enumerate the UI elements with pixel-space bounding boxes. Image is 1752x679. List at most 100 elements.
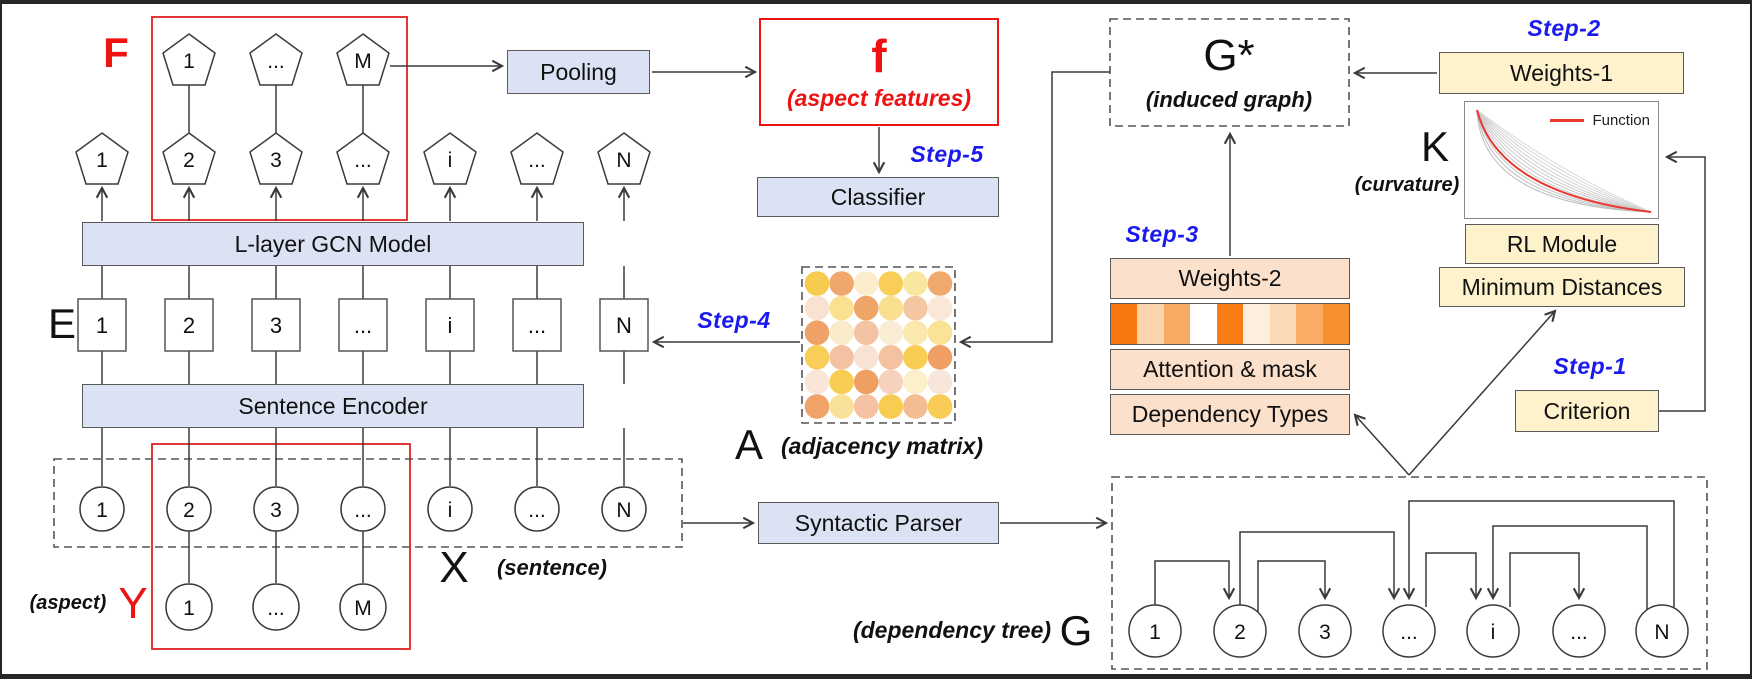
strip-segment bbox=[1190, 304, 1217, 344]
K-letter: K bbox=[1420, 123, 1449, 170]
matrix-cell bbox=[903, 320, 928, 346]
strip-segment bbox=[1111, 304, 1138, 344]
sentence-token-node bbox=[253, 486, 299, 532]
induced-graph-caption: (induced graph) bbox=[1145, 87, 1313, 112]
matrix-cell bbox=[853, 271, 879, 296]
embedding-box bbox=[512, 298, 562, 352]
matrix-cell bbox=[804, 295, 830, 321]
embedding-label: ... bbox=[354, 313, 372, 338]
pentagon-label: i bbox=[448, 149, 453, 172]
curvature-plot: Function bbox=[1464, 101, 1659, 219]
criterion-box: Criterion bbox=[1515, 390, 1659, 432]
criterion-label: Criterion bbox=[1543, 397, 1631, 424]
sentence-token-node bbox=[427, 486, 473, 532]
strip-segment bbox=[1296, 304, 1323, 344]
connector-line bbox=[1355, 415, 1410, 476]
curvature-curves bbox=[1476, 109, 1652, 213]
aspect-token-node bbox=[339, 583, 387, 631]
minimum-distances-label: Minimum Distances bbox=[1461, 273, 1663, 300]
syntactic-parser-box: Syntactic Parser bbox=[758, 502, 999, 544]
embedding-label: ... bbox=[528, 313, 546, 338]
dependency-tree-caption: (dependency tree) bbox=[852, 617, 1052, 643]
matrix-cell bbox=[829, 271, 854, 296]
aspect-features-box: f (aspect features) bbox=[759, 18, 999, 126]
attention-mask-label: Attention & mask bbox=[1143, 356, 1317, 382]
adjacency-matrix-dashed-frame bbox=[801, 266, 956, 424]
pentagon-label: ... bbox=[267, 50, 285, 73]
embedding-box bbox=[338, 298, 388, 352]
sentence-token-node bbox=[166, 486, 212, 532]
pentagon-node bbox=[249, 33, 303, 86]
syntactic-parser-label: Syntactic Parser bbox=[794, 509, 963, 536]
E-letter: E bbox=[47, 300, 76, 347]
sentence-token-node bbox=[514, 486, 560, 532]
pentagon-node bbox=[423, 132, 477, 185]
embedding-label: i bbox=[448, 313, 453, 338]
matrix-cell bbox=[878, 369, 904, 395]
classifier-box: Classifier bbox=[757, 177, 999, 217]
sentence-encoder-box: Sentence Encoder bbox=[82, 384, 584, 428]
sentence-token-node-label: ... bbox=[354, 499, 372, 522]
sentence-token-node bbox=[601, 486, 647, 532]
attention-mask-box: Attention & mask bbox=[1110, 349, 1350, 390]
matrix-cell bbox=[927, 345, 953, 370]
pentagon-node bbox=[75, 132, 129, 185]
aspect-token-node bbox=[252, 583, 300, 631]
F-letter: F bbox=[103, 29, 129, 76]
weights1-label: Weights-1 bbox=[1509, 59, 1614, 86]
matrix-cell bbox=[853, 394, 879, 419]
tree-node-label: 1 bbox=[1149, 621, 1161, 644]
matrix-cell bbox=[878, 271, 904, 296]
function-line-icon bbox=[1550, 119, 1585, 122]
pentagon-node bbox=[162, 33, 216, 86]
connector-path bbox=[1493, 525, 1648, 610]
connector-path bbox=[961, 71, 1110, 342]
aspect-token-node-label: 1 bbox=[183, 597, 195, 620]
pentagon-label: N bbox=[616, 149, 631, 172]
weights1-box: Weights-1 bbox=[1439, 52, 1684, 94]
matrix-cell bbox=[903, 369, 928, 395]
sentence-encoder-label: Sentence Encoder bbox=[238, 392, 428, 419]
pentagon-label: 1 bbox=[96, 149, 108, 172]
sentence-caption: (sentence) bbox=[496, 555, 608, 580]
matrix-cell bbox=[927, 369, 953, 395]
tree-node bbox=[1552, 604, 1606, 658]
plot-legend: Function bbox=[1550, 112, 1650, 129]
matrix-cell bbox=[829, 320, 854, 346]
function-legend-label: Function bbox=[1592, 112, 1650, 129]
matrix-cell bbox=[878, 394, 904, 419]
strip-segment bbox=[1243, 304, 1270, 344]
pentagon-label: 3 bbox=[270, 149, 282, 172]
embedding-label: N bbox=[616, 313, 632, 338]
sentence-token-node bbox=[79, 486, 125, 532]
rl-module-label: RL Module bbox=[1506, 230, 1618, 257]
f-letter: f bbox=[871, 29, 887, 82]
classifier-label: Classifier bbox=[830, 183, 926, 210]
dependency-types-label: Dependency Types bbox=[1131, 401, 1329, 427]
rl-module-box: RL Module bbox=[1465, 224, 1659, 264]
connector-path bbox=[1257, 560, 1325, 612]
matrix-cell bbox=[853, 320, 879, 346]
matrix-cell bbox=[878, 295, 904, 321]
pooling-label: Pooling bbox=[540, 58, 617, 85]
G-letter: G bbox=[1059, 607, 1093, 654]
embedding-label: 3 bbox=[270, 313, 282, 338]
pentagon-label: M bbox=[354, 50, 372, 73]
matrix-cell bbox=[804, 394, 830, 419]
connector-path bbox=[1425, 552, 1476, 607]
matrix-cell bbox=[804, 345, 830, 370]
matrix-cell bbox=[903, 345, 928, 370]
matrix-cell bbox=[829, 345, 854, 370]
connector-line bbox=[1408, 311, 1555, 476]
connector-path bbox=[1659, 157, 1706, 412]
sentence-token-node-label: 2 bbox=[183, 499, 195, 522]
pentagon-label: 1 bbox=[183, 50, 195, 73]
Y-letter: Y bbox=[118, 579, 148, 628]
tree-node bbox=[1635, 604, 1689, 658]
tree-node-label: i bbox=[1491, 621, 1496, 644]
matrix-cell bbox=[853, 345, 879, 370]
aspect-features-caption: (aspect features) bbox=[786, 84, 972, 111]
tree-node-label: 3 bbox=[1319, 621, 1331, 644]
matrix-cell bbox=[927, 271, 953, 296]
